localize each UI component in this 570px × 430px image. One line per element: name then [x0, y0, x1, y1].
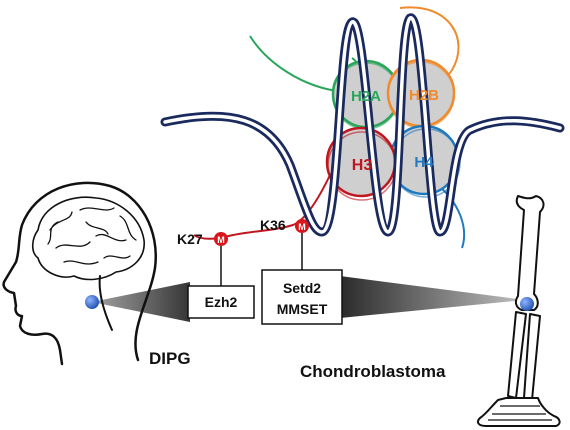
dna-double-helix [160, 13, 565, 237]
setd2-mmset-box: Setd2 MMSET [261, 269, 343, 325]
dipg-projection-beam [92, 282, 190, 322]
mmset-label: MMSET [277, 301, 328, 317]
leg-skeleton-illustration [477, 195, 561, 427]
svg-text:M: M [298, 222, 306, 232]
h3-label: H3 [352, 157, 373, 174]
chondroblastoma-label: Chondroblastoma [300, 362, 446, 381]
h2b-label: H2B [409, 87, 439, 104]
chondroblastoma-projection-beam [340, 276, 525, 318]
setd2-label: Setd2 [283, 280, 321, 296]
head-brain-illustration [2, 181, 158, 366]
svg-text:Ezh2: Ezh2 [205, 294, 238, 310]
k27-label: K27 [177, 231, 203, 247]
k36-methyl-mark: M [295, 219, 309, 233]
chondroblastoma-tumor-dot [520, 297, 534, 311]
h2a-label: H2A [351, 88, 381, 105]
ezh2-box: Ezh2 [187, 285, 255, 319]
dipg-label: DIPG [149, 349, 191, 368]
dipg-tumor-dot [85, 295, 99, 309]
h4-label: H4 [414, 154, 434, 171]
h3-tail [193, 174, 331, 240]
k27-methyl-mark: M [214, 232, 228, 246]
k36-label: K36 [260, 217, 286, 233]
svg-text:M: M [217, 235, 225, 245]
